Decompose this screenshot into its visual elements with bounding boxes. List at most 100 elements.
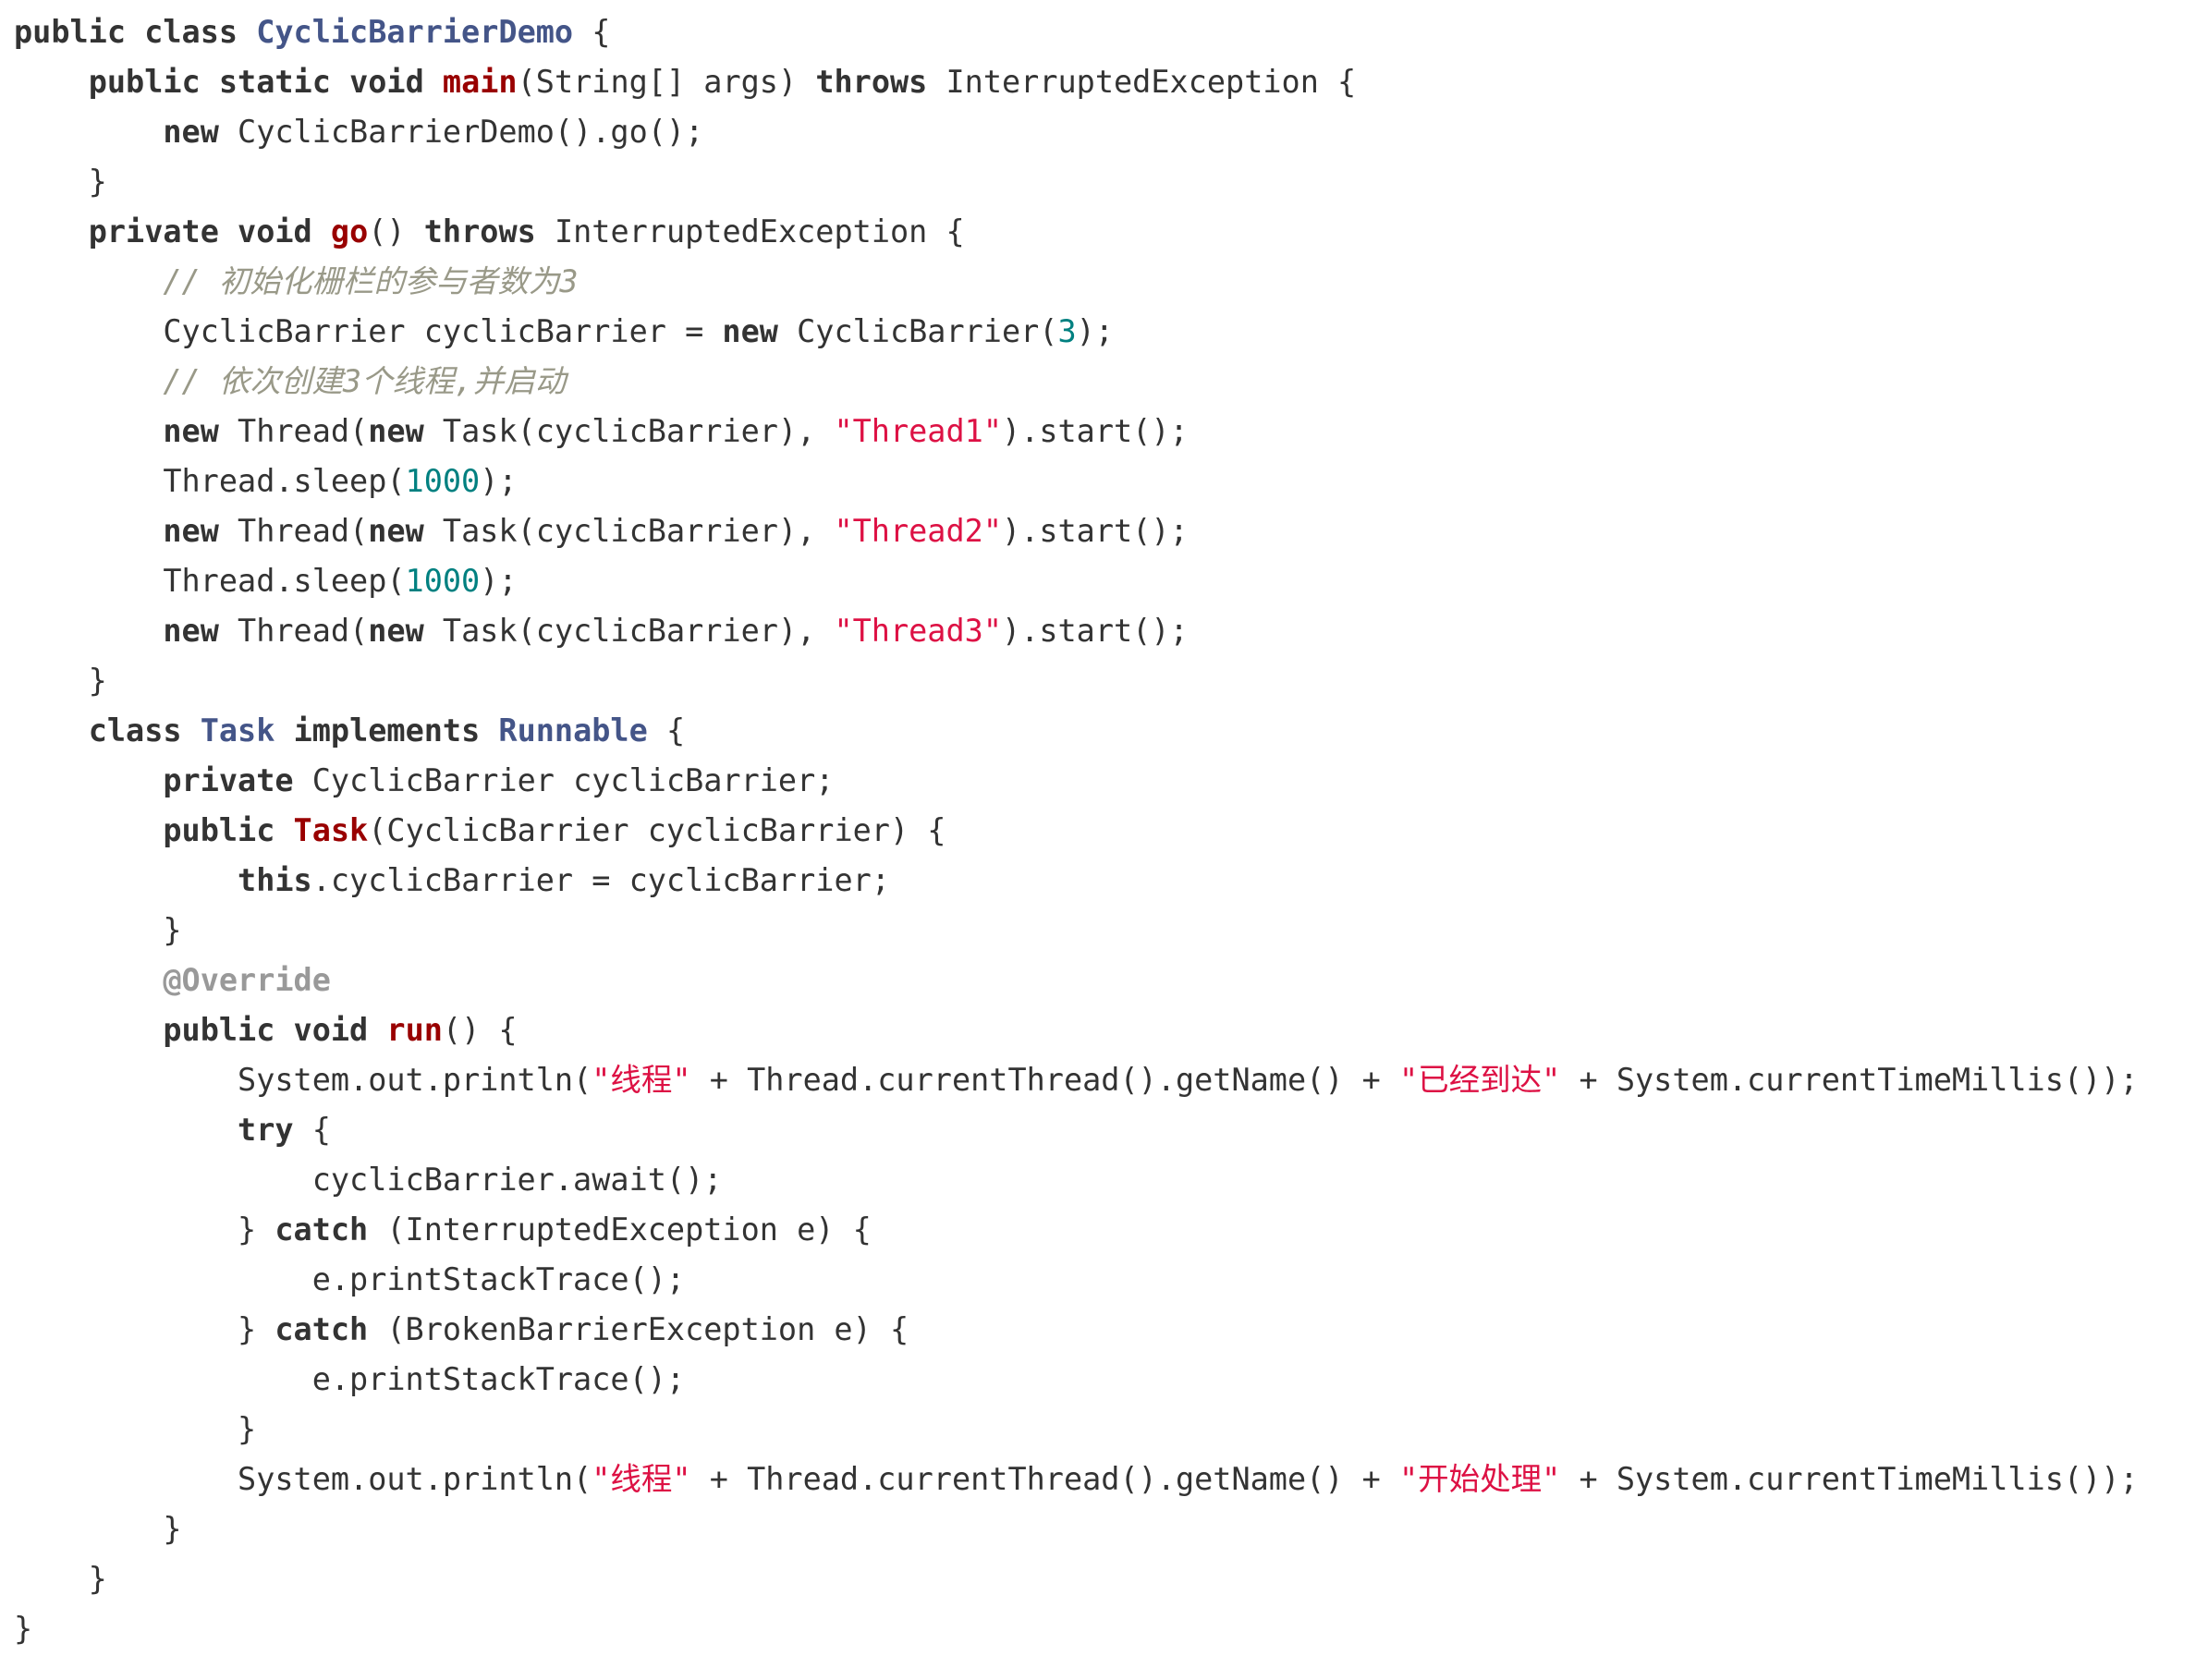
- code-text-token: {: [573, 14, 611, 50]
- code-text-token: }: [14, 912, 182, 948]
- code-text-token: [274, 1012, 293, 1048]
- string-literal-token: "Thread2": [834, 513, 1002, 549]
- code-text-token: [182, 712, 201, 749]
- string-literal-token: "开始处理": [1399, 1461, 1561, 1497]
- keyword-token: new: [368, 413, 424, 449]
- code-text-token: }: [14, 663, 107, 699]
- code-text-token: }: [14, 1211, 275, 1248]
- annotation-token: @Override: [163, 962, 331, 998]
- code-text-token: }: [14, 1561, 107, 1597]
- code-line: }: [14, 1554, 2177, 1604]
- code-text-token: InterruptedException {: [535, 213, 965, 250]
- code-text-token: Task(cyclicBarrier),: [423, 413, 835, 449]
- code-text-token: + Thread.currentThread().getName() +: [690, 1062, 1399, 1098]
- code-line: try {: [14, 1105, 2177, 1155]
- code-text-token: e.printStackTrace();: [14, 1261, 686, 1297]
- keyword-token: public: [88, 64, 201, 100]
- code-line: new Thread(new Task(cyclicBarrier), "Thr…: [14, 506, 2177, 556]
- code-line: // 初始化栅栏的参与者数为3: [14, 257, 2177, 307]
- code-line: public void run() {: [14, 1005, 2177, 1055]
- code-text-token: [14, 712, 89, 749]
- code-text-token: [480, 712, 498, 749]
- code-text-token: cyclicBarrier.await();: [14, 1162, 723, 1198]
- string-literal-token: "已经到达": [1399, 1062, 1561, 1098]
- code-text-token: System.out.println(: [14, 1461, 592, 1497]
- code-text-token: [14, 1012, 163, 1048]
- code-text-token: [424, 64, 443, 100]
- code-text-token: Thread.sleep(: [14, 463, 406, 499]
- code-text-token: + System.currentTimeMillis());: [1560, 1062, 2139, 1098]
- code-line: e.printStackTrace();: [14, 1355, 2177, 1405]
- code-line: public static void main(String[] args) t…: [14, 57, 2177, 107]
- keyword-token: catch: [274, 1211, 369, 1248]
- code-line: }: [14, 157, 2177, 207]
- code-text-token: );: [480, 563, 518, 599]
- code-line: private CyclicBarrier cyclicBarrier;: [14, 756, 2177, 806]
- keyword-token: class: [144, 14, 238, 50]
- string-literal-token: "Thread3": [834, 613, 1002, 649]
- keyword-token: void: [349, 64, 424, 100]
- code-line: // 依次创建3个线程,并启动: [14, 357, 2177, 407]
- function-name-token: main: [442, 64, 518, 100]
- code-text-token: }: [14, 1411, 257, 1447]
- code-line: } catch (BrokenBarrierException e) {: [14, 1305, 2177, 1355]
- keyword-token: implements: [293, 712, 481, 749]
- code-text-token: CyclicBarrier cyclicBarrier =: [14, 313, 723, 349]
- number-literal-token: 1000: [405, 463, 481, 499]
- code-line: private void go() throws InterruptedExce…: [14, 207, 2177, 257]
- code-text-token: [14, 613, 163, 649]
- keyword-token: new: [368, 613, 424, 649]
- code-line: }: [14, 1504, 2177, 1554]
- code-text-token: [14, 114, 163, 150]
- code-text-token: CyclicBarrier(: [777, 313, 1058, 349]
- code-text-token: + Thread.currentThread().getName() +: [690, 1461, 1399, 1497]
- code-text-token: [126, 14, 144, 50]
- keyword-token: public: [14, 14, 127, 50]
- code-line: }: [14, 1604, 2177, 1654]
- code-line: this.cyclicBarrier = cyclicBarrier;: [14, 856, 2177, 906]
- code-text-token: [14, 812, 163, 848]
- keyword-token: try: [238, 1112, 294, 1148]
- code-text-token: [14, 962, 163, 998]
- keyword-token: public: [163, 812, 275, 848]
- code-text-token: [14, 513, 163, 549]
- keyword-token: static: [218, 64, 331, 100]
- keyword-token: new: [163, 114, 219, 150]
- code-line: cyclicBarrier.await();: [14, 1155, 2177, 1205]
- code-text-token: (CyclicBarrier cyclicBarrier) {: [368, 812, 946, 848]
- code-text-token: (BrokenBarrierException e) {: [368, 1311, 909, 1347]
- code-text-token: .cyclicBarrier = cyclicBarrier;: [311, 862, 890, 898]
- keyword-token: throws: [815, 64, 928, 100]
- keyword-token: new: [163, 513, 219, 549]
- code-line: class Task implements Runnable {: [14, 706, 2177, 756]
- code-text-token: [14, 1112, 238, 1148]
- code-line: e.printStackTrace();: [14, 1255, 2177, 1305]
- code-text-token: Task(cyclicBarrier),: [423, 613, 835, 649]
- code-text-token: ).start();: [1002, 413, 1189, 449]
- code-text-token: ).start();: [1002, 513, 1189, 549]
- number-literal-token: 3: [1057, 313, 1077, 349]
- code-line: } catch (InterruptedException e) {: [14, 1205, 2177, 1255]
- code-text-token: CyclicBarrierDemo().go();: [218, 114, 704, 150]
- keyword-token: throws: [423, 213, 536, 250]
- keyword-token: new: [163, 413, 219, 449]
- code-block: public class CyclicBarrierDemo { public …: [14, 7, 2177, 1654]
- code-text-token: }: [14, 164, 107, 200]
- code-text-token: [201, 64, 219, 100]
- code-text-token: InterruptedException {: [927, 64, 1357, 100]
- code-text-token: (InterruptedException e) {: [368, 1211, 872, 1248]
- code-line: Thread.sleep(1000);: [14, 556, 2177, 606]
- code-text-token: }: [14, 1611, 33, 1647]
- code-text-token: + System.currentTimeMillis());: [1560, 1461, 2139, 1497]
- type-name-token: Runnable: [498, 712, 648, 749]
- code-text-token: [14, 263, 163, 299]
- code-line: System.out.println("线程" + Thread.current…: [14, 1055, 2177, 1105]
- code-line: public Task(CyclicBarrier cyclicBarrier)…: [14, 806, 2177, 856]
- code-text-token: [238, 14, 256, 50]
- code-text-token: (): [368, 213, 424, 250]
- comment-token: // 依次创建3个线程,并启动: [163, 363, 567, 399]
- keyword-token: this: [238, 862, 312, 898]
- code-line: public class CyclicBarrierDemo {: [14, 7, 2177, 57]
- code-line: CyclicBarrier cyclicBarrier = new Cyclic…: [14, 307, 2177, 357]
- code-text-token: [14, 64, 89, 100]
